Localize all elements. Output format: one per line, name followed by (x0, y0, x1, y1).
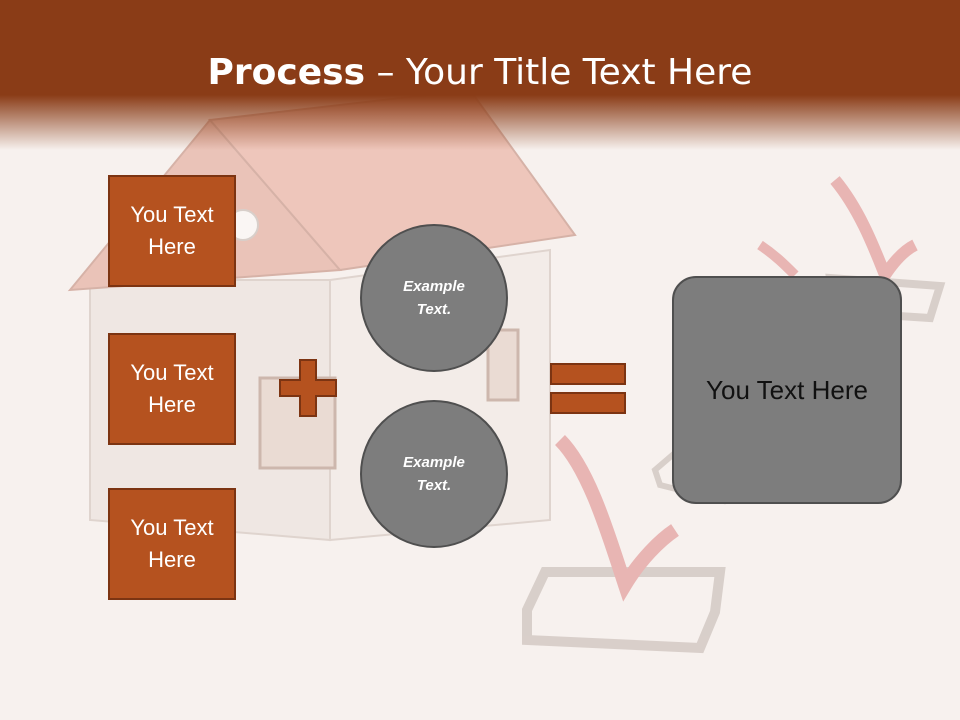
result-label: You Text Here (706, 374, 868, 405)
circle-label: Example Text. (403, 454, 465, 494)
example-circle-2[interactable]: Example Text. (360, 400, 508, 548)
title-rest: – Your Title Text Here (365, 52, 753, 93)
plus-icon (279, 359, 337, 417)
text-box-label: You Text Here (130, 360, 214, 417)
text-box-2[interactable]: You Text Here (108, 333, 236, 445)
text-box-label: You Text Here (130, 515, 214, 572)
equals-icon (550, 363, 626, 414)
title-bar (0, 0, 960, 150)
slide-title: Process – Your Title Text Here (0, 52, 960, 93)
text-box-label: You Text Here (130, 202, 214, 259)
example-circle-1[interactable]: Example Text. (360, 224, 508, 372)
title-bold: Process (207, 52, 366, 93)
circle-label: Example Text. (403, 278, 465, 318)
text-box-1[interactable]: You Text Here (108, 175, 236, 287)
result-box[interactable]: You Text Here (672, 276, 902, 504)
text-box-3[interactable]: You Text Here (108, 488, 236, 600)
